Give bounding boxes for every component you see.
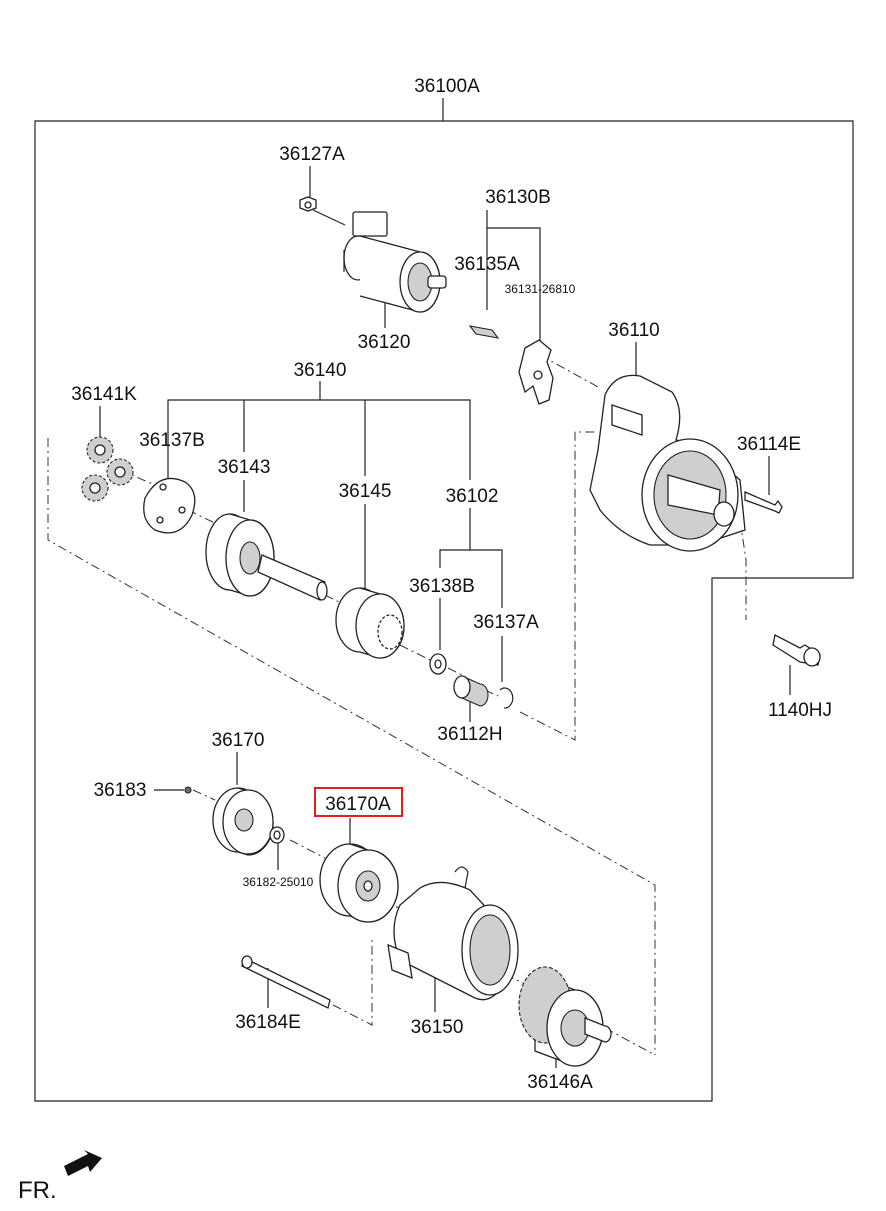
label-36110: 36110: [608, 320, 659, 341]
label-36143: 36143: [218, 457, 271, 478]
label-36137B: 36137B: [139, 430, 205, 451]
label-36131-26810: 36131-26810: [505, 282, 576, 296]
front-housing: [589, 374, 783, 552]
brush-holder-plate-highlighted: [319, 843, 399, 923]
front-arrow-icon: [64, 1150, 102, 1176]
highlight-box: [314, 787, 403, 817]
planet-shaft: [205, 513, 328, 601]
label-36145: 36145: [339, 481, 392, 502]
label-36112H: 36112H: [437, 724, 502, 745]
label-36140: 36140: [294, 360, 347, 381]
through-bolt: [241, 955, 331, 1009]
front-label: FR.: [18, 1177, 57, 1204]
part-labels: 36100A 36127A 36120 36130B 36135A 36131-…: [18, 76, 832, 1204]
label-36102: 36102: [446, 486, 499, 507]
yoke-assembly: [387, 866, 519, 1001]
assembly-frame: [34, 98, 854, 1102]
label-36170A: 36170A: [325, 794, 391, 815]
label-36100A: 36100A: [414, 76, 480, 97]
label-36120: 36120: [358, 332, 411, 353]
solenoid-switch: [299, 196, 447, 313]
label-36135A: 36135A: [454, 254, 520, 275]
armature: [518, 966, 612, 1067]
drive-lever: [468, 325, 554, 405]
label-36183: 36183: [94, 780, 147, 801]
plate: [143, 477, 196, 534]
label-36130B: 36130B: [485, 187, 551, 208]
label-36146A: 36146A: [527, 1072, 593, 1093]
pinion-small-parts: [429, 653, 514, 709]
label-36127A: 36127A: [279, 144, 345, 165]
mount-bolt: [772, 634, 821, 667]
label-1140HJ: 1140HJ: [768, 700, 832, 721]
overrunning-clutch: [335, 587, 405, 659]
label-36137A: 36137A: [473, 612, 539, 633]
planet-gears: [81, 436, 134, 502]
label-36182-25010: 36182-25010: [243, 875, 314, 889]
brush-holder: [184, 786, 285, 856]
label-36138B: 36138B: [409, 576, 475, 597]
label-36114E: 36114E: [737, 434, 801, 455]
label-36184E: 36184E: [235, 1012, 301, 1033]
label-36150: 36150: [411, 1017, 464, 1038]
label-36141K: 36141K: [71, 384, 137, 405]
label-36170: 36170: [212, 730, 265, 751]
